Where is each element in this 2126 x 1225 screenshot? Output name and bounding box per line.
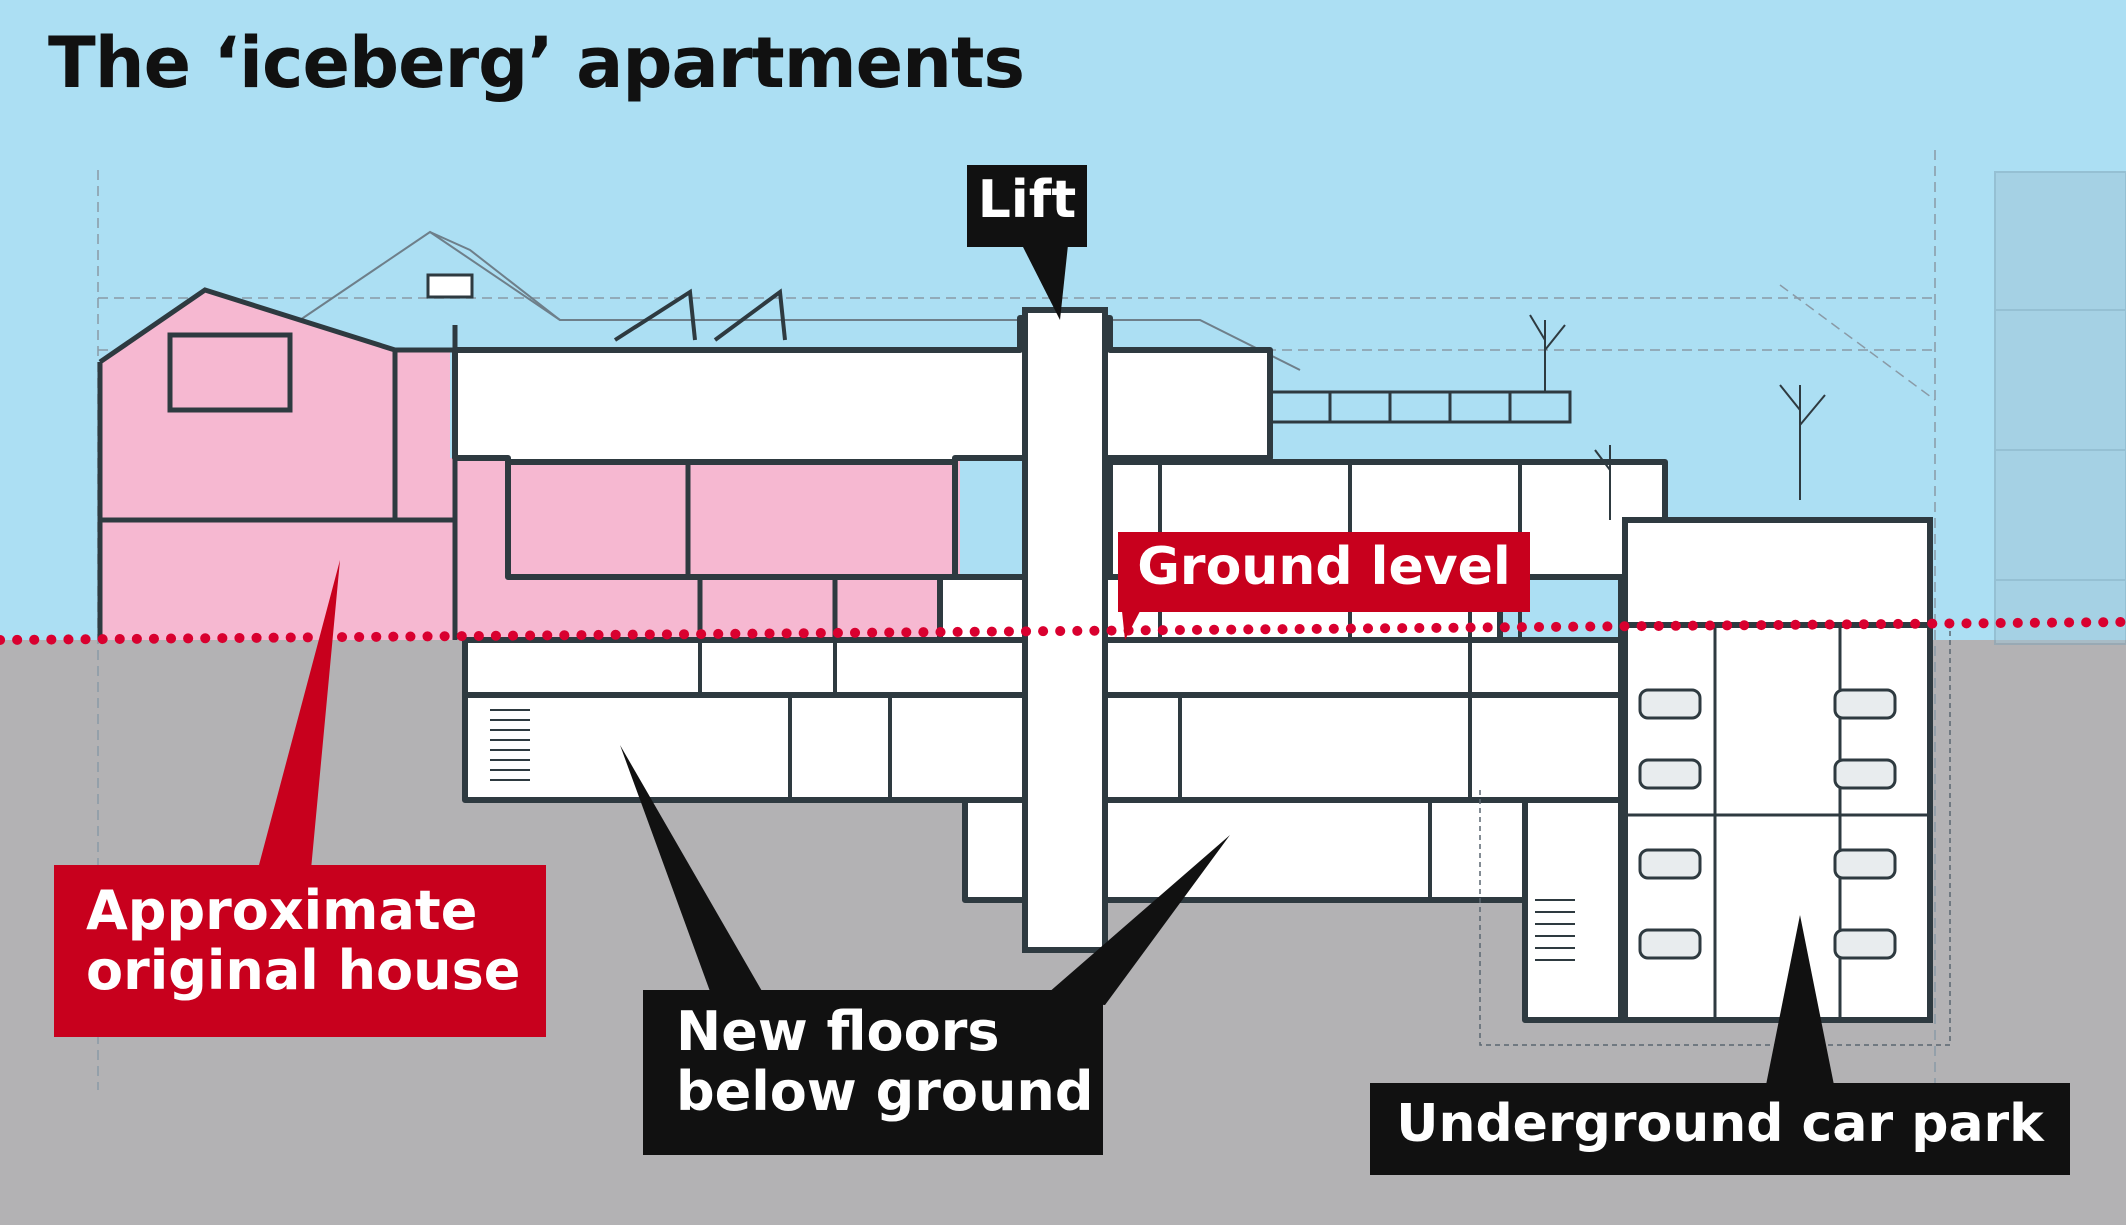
new-floors-label-line2: below ground (676, 1060, 1094, 1124)
car-icon (1638, 688, 1897, 960)
lift-pointer (1022, 245, 1068, 320)
original-house-label: Approximate original house (54, 865, 546, 1037)
neighbour-roofline (299, 230, 1301, 371)
car-park-pointer (1765, 915, 1835, 1090)
car-park-label: Underground car park (1370, 1083, 2070, 1175)
stairs (490, 709, 1575, 961)
original-house-label-line2: original house (86, 939, 521, 1003)
car-park-label-text: Underground car park (1396, 1094, 2044, 1154)
solar-panels (613, 288, 787, 342)
chimney (426, 273, 474, 299)
page-title: The ‘iceberg’ apartments (48, 22, 1025, 104)
ground-level-line (0, 617, 2126, 645)
new-floors-label: New floors below ground (643, 990, 1103, 1155)
original-house-walls (97, 287, 955, 680)
car-park-hatch (1479, 625, 1951, 1046)
new-floors-pointer-left (620, 745, 770, 1005)
terrace-railing (1268, 390, 1572, 424)
original-house-pointer (255, 560, 340, 880)
new-floors-label-line1: New floors (676, 1000, 1000, 1063)
lift-label-text: Lift (977, 170, 1077, 230)
original-house-label-line1: Approximate (86, 879, 478, 942)
background-tower (1994, 171, 2126, 645)
new-floors-pointer-right (1040, 835, 1230, 1005)
lift-label: Lift (967, 165, 1087, 247)
ground-level-label-text: Ground level (1137, 537, 1511, 597)
ground-level-label: Ground level (1118, 532, 1530, 612)
tree-icon (1529, 314, 1826, 520)
